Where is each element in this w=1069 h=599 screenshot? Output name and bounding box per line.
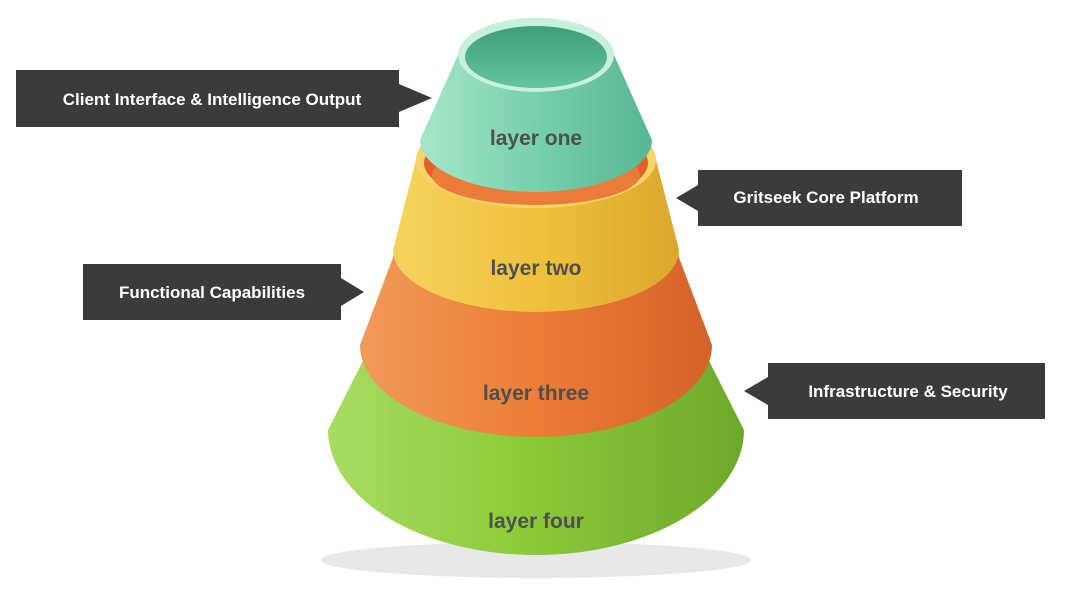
layer-four-label: layer four [488,510,584,533]
callout-layer-one: Client Interface & Intelligence Output [16,70,432,127]
layer-three-label: layer three [483,382,589,405]
layer-one-ring [420,18,652,192]
callout-layer-two: Gritseek Core Platform [676,170,962,226]
callout-layer-three: Functional Capabilities [83,264,364,320]
callout-layer-one-text: Client Interface & Intelligence Output [63,90,362,109]
ground-shadow [321,542,751,578]
callout-layer-three-text: Functional Capabilities [119,283,305,302]
layer-two-label: layer two [490,257,581,280]
callout-layer-four-text: Infrastructure & Security [808,382,1008,401]
callout-layer-four: Infrastructure & Security [744,363,1045,419]
callout-layer-two-text: Gritseek Core Platform [733,188,918,207]
layer-one-label: layer one [490,127,582,150]
